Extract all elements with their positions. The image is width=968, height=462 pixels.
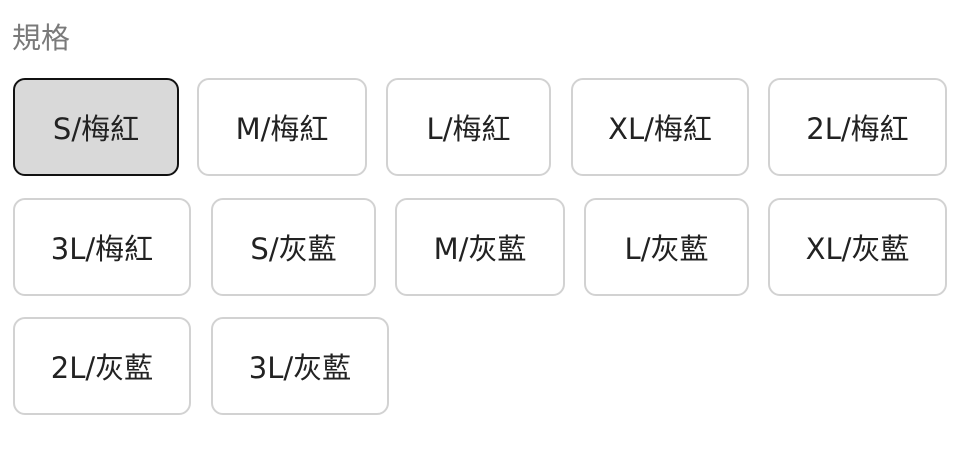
option-l-grey-blue[interactable]: L/灰藍 — [584, 198, 749, 296]
option-m-grey-blue[interactable]: M/灰藍 — [395, 198, 565, 296]
option-m-plum-red[interactable]: M/梅紅 — [197, 78, 367, 176]
option-xl-plum-red[interactable]: XL/梅紅 — [571, 78, 749, 176]
option-3l-grey-blue[interactable]: 3L/灰藍 — [211, 317, 389, 415]
option-xl-grey-blue[interactable]: XL/灰藍 — [768, 198, 947, 296]
option-l-plum-red[interactable]: L/梅紅 — [386, 78, 551, 176]
spec-label: 規格 — [12, 21, 71, 55]
option-2l-grey-blue[interactable]: 2L/灰藍 — [13, 317, 191, 415]
option-2l-plum-red[interactable]: 2L/梅紅 — [768, 78, 947, 176]
option-3l-plum-red[interactable]: 3L/梅紅 — [13, 198, 191, 296]
option-s-plum-red[interactable]: S/梅紅 — [13, 78, 179, 176]
option-s-grey-blue[interactable]: S/灰藍 — [211, 198, 376, 296]
